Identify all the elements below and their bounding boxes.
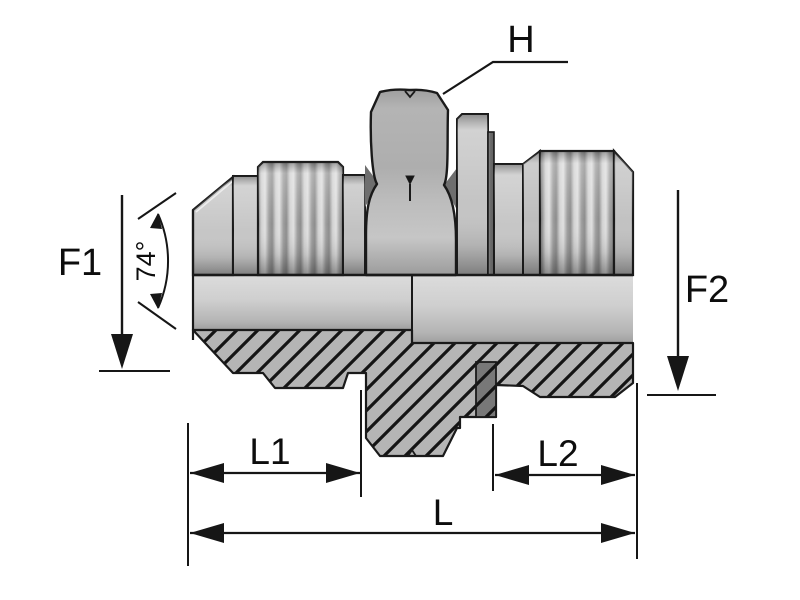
hex-waist-mark (405, 175, 415, 186)
right-thread-lead-shade (523, 151, 540, 275)
f1-arrowhead (111, 334, 133, 369)
dimensions: F1 74° H F2 (58, 19, 729, 566)
dim-f2: F2 (647, 190, 729, 396)
bore-left (193, 275, 412, 330)
l-label: L (433, 492, 454, 533)
l-arrow-right (601, 523, 635, 543)
dim-l1: L1 (190, 431, 360, 483)
flare-cone-shade (193, 177, 233, 275)
f2-arrowhead (667, 356, 689, 391)
l-arrow-left (190, 523, 224, 543)
l1-arrow-right (326, 463, 360, 483)
right-thread-shade (540, 151, 614, 275)
angle-tick-lower (137, 301, 177, 330)
f2-label: F2 (685, 269, 729, 311)
right-shoulder-shade (494, 164, 523, 275)
left-thread-shade (258, 162, 343, 275)
l2-arrow-right (601, 465, 635, 485)
dim-l: L (190, 492, 635, 543)
angle-arc (157, 213, 169, 309)
right-end-chamfer-shade (614, 151, 633, 275)
hex-right-shadow (444, 168, 457, 210)
dim-f1: F1 (58, 195, 170, 372)
bore-right (412, 275, 633, 343)
seal-plate-section-hatch (475, 361, 497, 418)
l1-label: L1 (249, 431, 290, 472)
flare-cone-highlight (195, 180, 234, 213)
l2-label: L2 (537, 433, 578, 474)
bore-wall-lines (193, 276, 633, 344)
dim-flare-angle: 74° (131, 192, 177, 330)
hex-left-shadow (365, 165, 379, 207)
angle-tick-upper (137, 192, 177, 220)
angle-label: 74° (131, 241, 161, 282)
hex-section-notch (407, 448, 417, 457)
l1-arrow-left (190, 463, 224, 483)
left-shoulder-shade (343, 175, 365, 275)
h-leader-line (442, 60, 568, 95)
external-upper-half (191, 88, 635, 340)
f1-label: F1 (58, 242, 102, 284)
l2-arrow-left (495, 465, 529, 485)
angle-arrow-lower (150, 293, 162, 309)
dim-l2: L2 (495, 433, 635, 485)
leader-h: H (442, 19, 568, 95)
hex-apex-notch (404, 90, 416, 99)
h-label: H (507, 19, 534, 61)
thread-land-shade (233, 176, 258, 275)
section-hatch-lines (191, 328, 635, 458)
washer-collar-shade (457, 114, 488, 275)
angle-arrow-upper (150, 213, 162, 229)
section-lower-half (191, 275, 635, 458)
